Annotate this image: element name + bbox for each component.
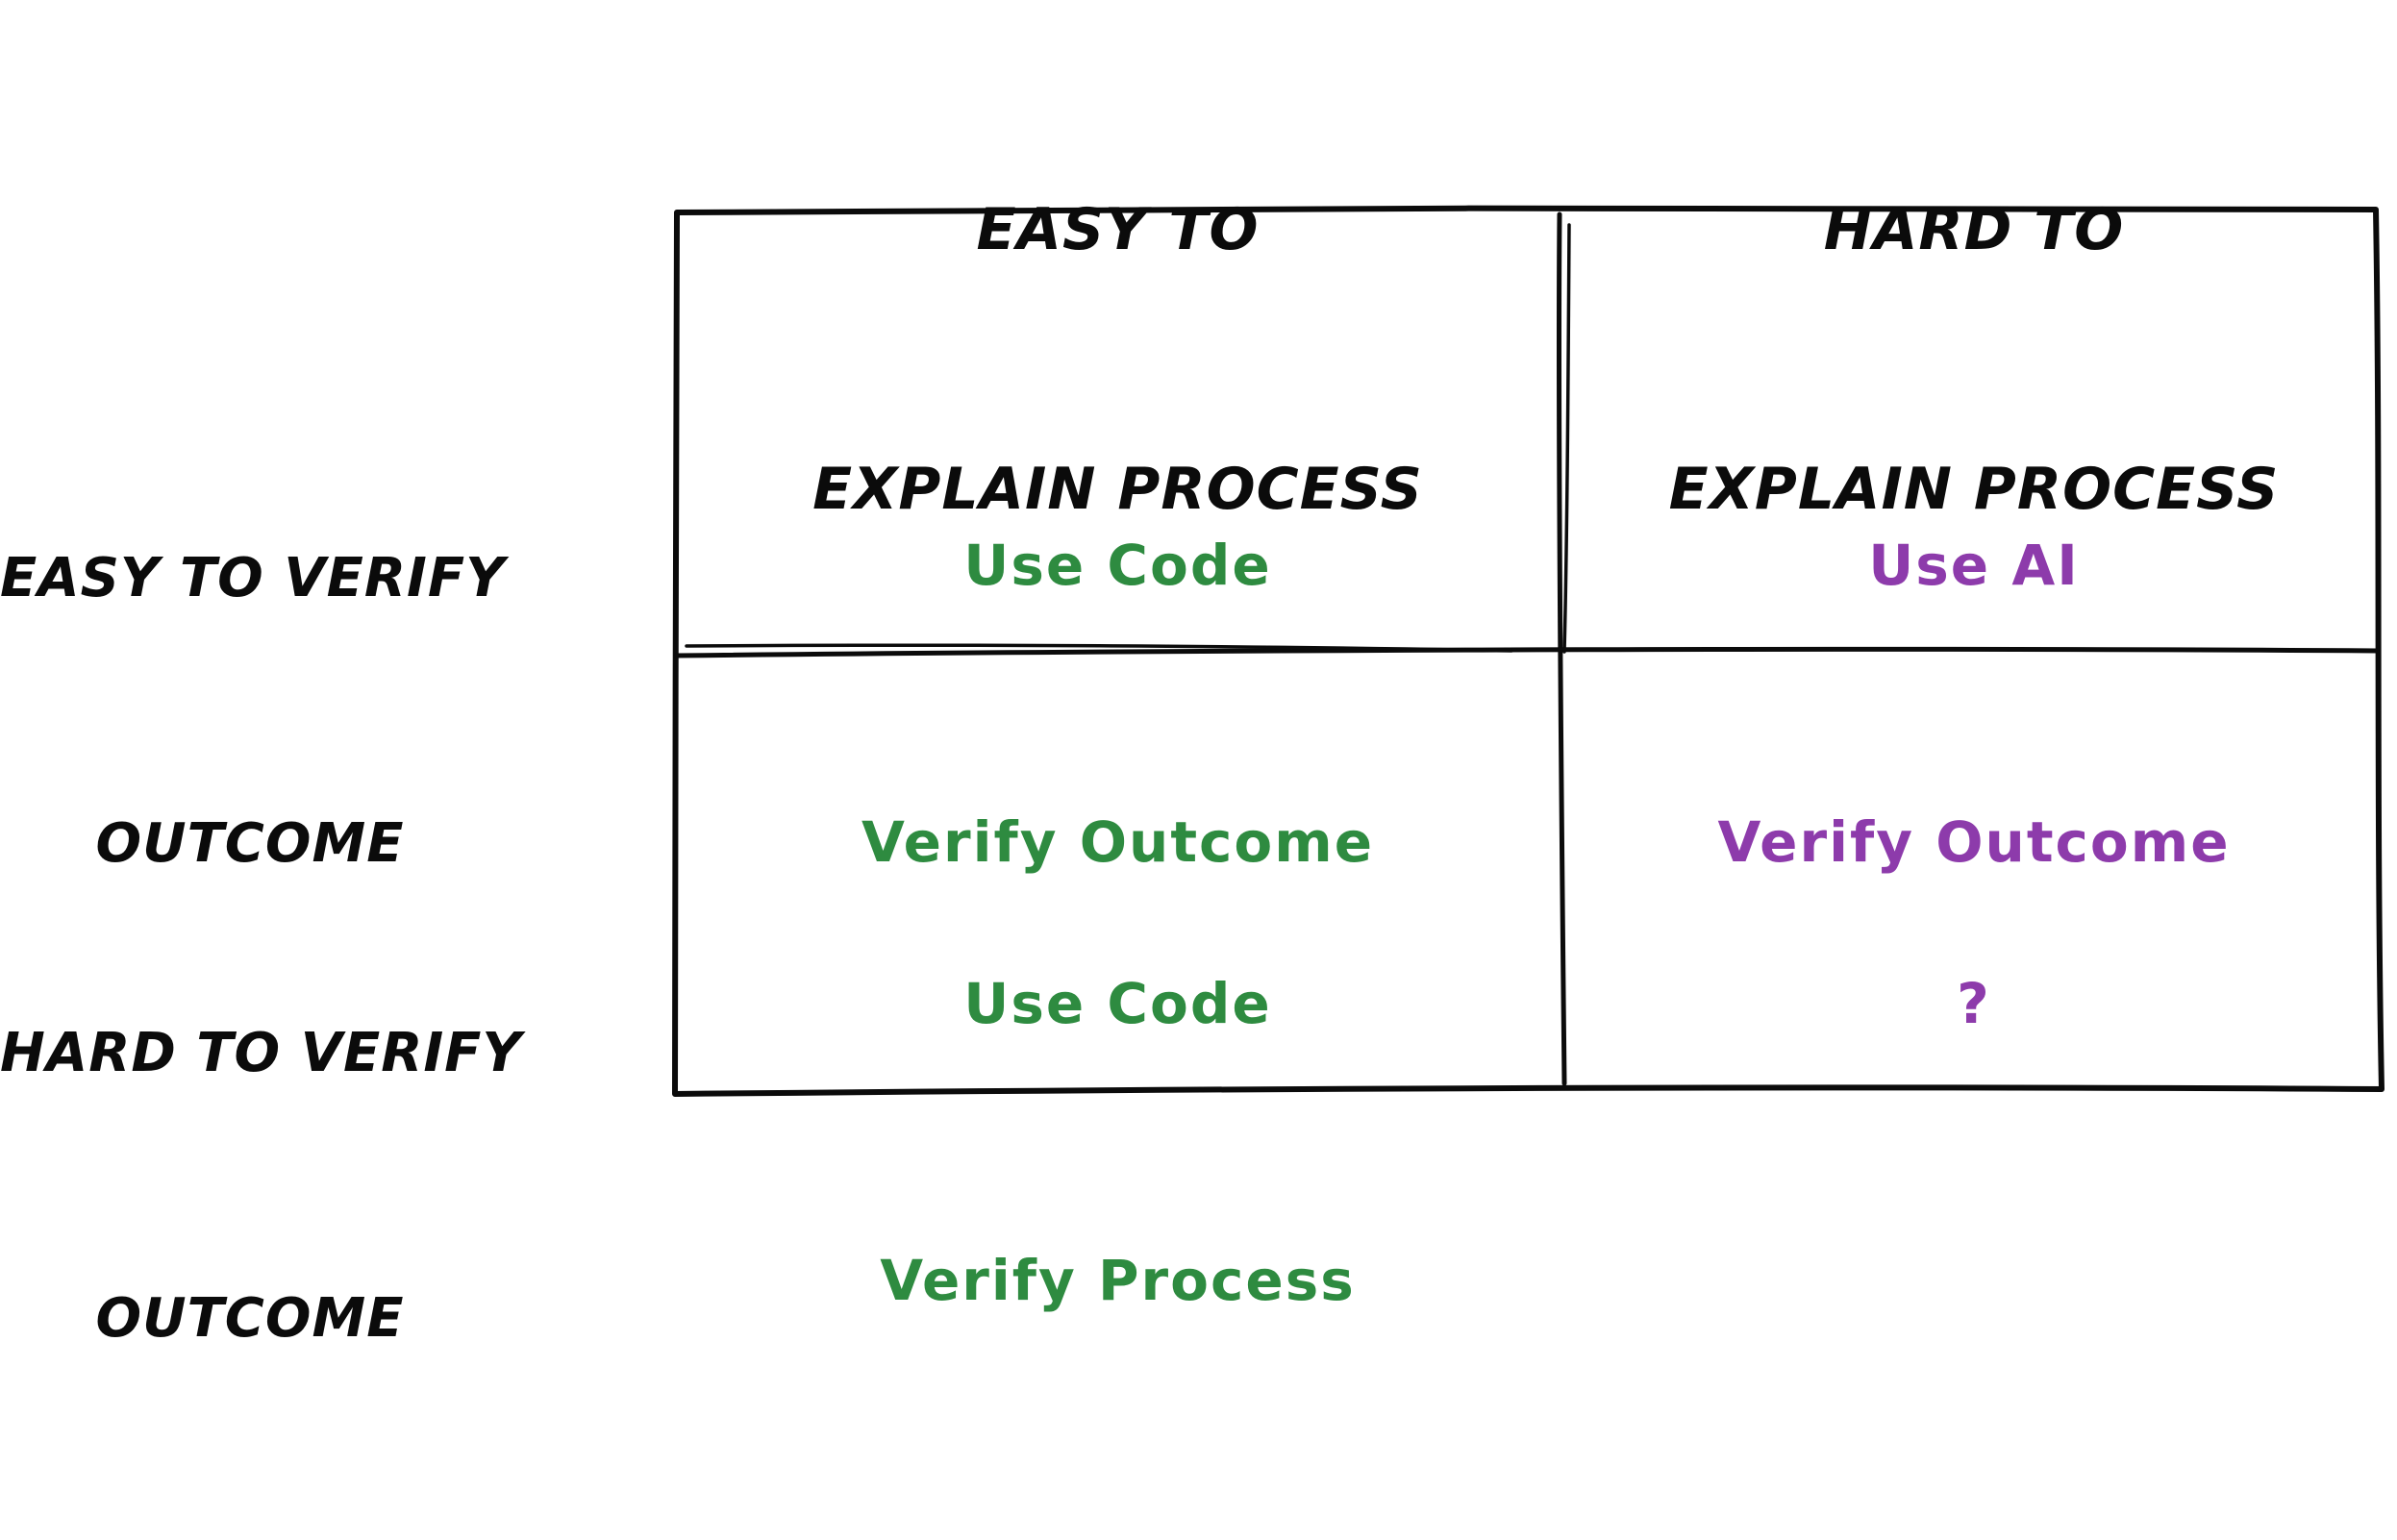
row-header-easy-to-verify-outcome: EASY TO VERIFY OUTCOME	[0, 358, 506, 1065]
cell-text-line: Use AI	[1868, 533, 2080, 598]
cell-text-line: Verify Outcome	[861, 809, 1375, 875]
quadrant-matrix-diagram: EASY TO EXPLAIN PROCESS HARD TO EXPLAIN …	[0, 13, 2385, 1350]
column-header-line: HARD TO	[1823, 196, 2125, 263]
grid-horizontal-divider-overdraw	[685, 643, 1513, 653]
grid-vertical-divider	[1556, 211, 1567, 1086]
column-header-line: EXPLAIN PROCESS	[1668, 456, 2280, 523]
grid-outer-border	[672, 205, 2385, 1097]
grid-lines	[672, 205, 2385, 1097]
cell-use-code-verify-process: Use Code Verify Process	[683, 773, 1553, 1511]
column-header-hard-to-explain-process: HARD TO EXPLAIN PROCESS	[1567, 13, 2381, 706]
cell-text-line: Verify Process	[880, 1248, 1356, 1313]
row-header-hard-to-verify-outcome: HARD TO VERIFY OUTCOME	[0, 832, 522, 1540]
cell-use-code-verify-outcome: Use Code Verify Outcome	[683, 335, 1553, 1073]
column-header-line: EASY TO	[976, 196, 1260, 263]
cell-use-ai-verify-outcome: Use AI Verify Outcome	[1577, 335, 2371, 1073]
row-header-line: OUTCOME	[95, 812, 405, 875]
cell-unknown-question-mark: ?	[1577, 773, 2371, 1419]
cell-text-line: Use Code	[963, 533, 1272, 598]
cell-text-line: ?	[1957, 971, 1991, 1036]
column-header-line: EXPLAIN PROCESS	[812, 456, 1423, 523]
row-header-line: OUTCOME	[95, 1287, 405, 1350]
row-header-line: HARD TO VERIFY	[0, 1022, 522, 1084]
cell-text-line: Use Code	[963, 971, 1272, 1036]
cell-text-line: Verify Outcome	[1717, 809, 2231, 875]
row-header-line: EASY TO VERIFY	[0, 547, 506, 609]
column-header-easy-to-explain-process: EASY TO EXPLAIN PROCESS	[673, 13, 1562, 706]
grid-vertical-divider-overdraw	[1562, 223, 1571, 654]
